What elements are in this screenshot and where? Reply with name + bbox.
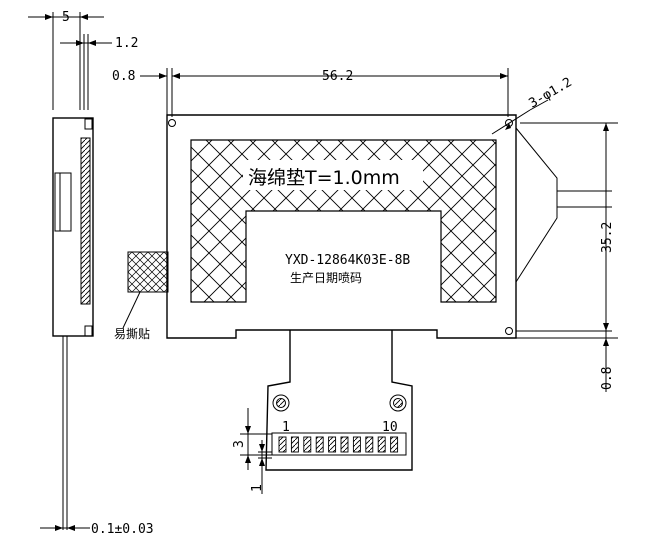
dim-pad-length-text: 1 bbox=[250, 484, 265, 492]
dim-side-thickness-text: 5 bbox=[62, 10, 70, 25]
dim-holes-text: 3-φ1.2 bbox=[527, 75, 575, 111]
fpc-pin bbox=[290, 436, 299, 453]
fpc-pin bbox=[328, 436, 337, 453]
dim-bottom-margin: 0.8 bbox=[516, 331, 618, 392]
dim-pitch: 3 bbox=[232, 408, 272, 470]
fpc-pin bbox=[278, 436, 287, 453]
dim-tolerance-text: 0.1±0.03 bbox=[91, 522, 154, 537]
side-tab-top bbox=[84, 118, 93, 130]
dim-height-text: 35.2 bbox=[600, 222, 615, 253]
side-view bbox=[52, 117, 94, 530]
date-code-label: 生产日期喷码 bbox=[290, 271, 362, 285]
dim-edge-margin: 0.8 bbox=[112, 68, 168, 117]
fpc-pin bbox=[352, 436, 361, 453]
dim-edge-margin-text: 0.8 bbox=[112, 69, 135, 84]
fpc-pin bbox=[377, 436, 386, 453]
tear-tab-label: 易撕贴 bbox=[114, 327, 150, 341]
dim-side-gap: 1.2 bbox=[60, 34, 138, 110]
dim-width: 56.2 bbox=[171, 68, 509, 117]
fpc-pin bbox=[303, 436, 312, 453]
side-body bbox=[52, 117, 94, 337]
fpc-outline bbox=[265, 330, 413, 471]
side-tab-bottom bbox=[84, 325, 93, 337]
side-panel-layer bbox=[80, 137, 91, 305]
dim-holes: 3-φ1.2 bbox=[491, 75, 575, 135]
front-view: 海绵垫T=1.0mm YXD-12864K03E-8B 生产日期喷码 易撕贴 bbox=[114, 114, 612, 341]
side-bracket bbox=[515, 127, 558, 338]
fpc-pins bbox=[278, 436, 399, 453]
fpc-hole-right bbox=[393, 398, 403, 408]
fpc-pin bbox=[365, 436, 374, 453]
mount-hole-bottom-right bbox=[505, 327, 513, 335]
dim-height: 35.2 bbox=[520, 122, 618, 331]
dim-tolerance: 0.1±0.03 bbox=[40, 522, 154, 537]
sponge-label: 海绵垫T=1.0mm bbox=[248, 167, 400, 189]
model-number: YXD-12864K03E-8B bbox=[285, 253, 410, 268]
module-outline bbox=[166, 114, 517, 339]
dim-bottom-margin-text: 0.8 bbox=[600, 367, 615, 390]
dim-width-text: 56.2 bbox=[322, 69, 353, 84]
fpc-contact-area bbox=[271, 432, 407, 456]
dim-pad-length: 1 bbox=[250, 440, 272, 494]
fpc-pin bbox=[390, 436, 399, 453]
side-connector bbox=[54, 172, 72, 232]
dim-side-gap-text: 1.2 bbox=[115, 36, 138, 51]
fpc-pin bbox=[315, 436, 324, 453]
fpc-hole-left bbox=[276, 398, 286, 408]
dim-side-thickness: 5 bbox=[28, 10, 104, 110]
pin-last-label: 10 bbox=[382, 420, 398, 435]
tear-tab bbox=[127, 251, 169, 293]
mount-hole-top-left bbox=[168, 119, 176, 127]
fpc-pin bbox=[340, 436, 349, 453]
pin-first-label: 1 bbox=[282, 420, 290, 435]
fpc-tail: 1 10 bbox=[265, 330, 413, 471]
dim-pitch-text: 3 bbox=[232, 440, 247, 448]
